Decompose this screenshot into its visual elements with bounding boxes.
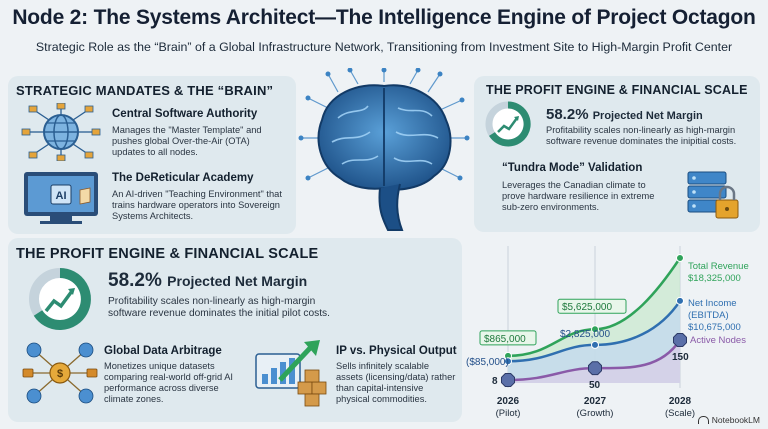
net-income-point-label: ($85,000) [466,357,509,368]
data-arbitrage-icon: $ [22,338,98,408]
net-margin-headline-top: 58.2% Projected Net Margin [546,106,703,123]
tundra-mode-body: Leverages the Canadian climate to prove … [502,180,655,212]
revenue-point [591,325,599,334]
x-axis-sublabel: (Pilot) [496,408,521,419]
net-income-series-name: Net Income [688,298,737,309]
revenue-point [676,254,684,262]
revenue-point-label: $5,625,000 [562,302,612,313]
page-subtitle: Strategic Role as the “Brain” of a Globa… [35,40,733,54]
revenue-series-value: $18,325,000 [688,273,741,284]
net-margin-label-bottom: Projected Net Margin [167,273,308,289]
x-axis-sublabel: (Scale) [665,408,695,419]
active-nodes-area [508,340,680,383]
revenue-label-box [479,330,537,346]
profit-engine-heading-bottom: THE PROFIT ENGINE & FINANCIAL SCALE [16,246,319,262]
dereticular-academy-title: The DeReticular Academy [112,172,254,184]
x-axis-sublabel: (Growth) [577,408,614,419]
ai-icon-label: AI [56,190,67,202]
active-nodes-point-label: 150 [672,352,689,363]
globe-network-icon [20,102,102,162]
net-income-point [591,340,599,349]
net-income-area [508,300,680,383]
margin-donut-icon-bottom [26,265,94,333]
global-data-arbitrage-title: Global Data Arbitrage [104,345,222,357]
net-income-series-value: $10,675,000 [688,322,741,333]
financial-projection-chart: $865,000 $5,625,000 ($85,000) $2,825,000 8 50… [466,246,749,419]
central-software-authority-body: Manages the "Master Template" and pushes… [112,125,262,157]
net-income-point-label: $2,825,000 [560,329,610,340]
revenue-point-label: $865,000 [484,334,526,345]
revenue-label-box [557,298,627,314]
net-income-series-name-sub: (EBITDA) [688,310,729,321]
ip-vs-physical-title: IP vs. Physical Output [336,345,457,357]
footer-brand-label: NotebookLM [711,415,760,425]
active-node-octagon [588,361,602,376]
page-title: Node 2: The Systems Architect—The Intell… [12,6,756,29]
x-axis-label: 2026 [497,396,520,407]
revenue-series-name: Total Revenue [688,261,749,272]
net-margin-body-bottom: Profitability scales non-linearly as hig… [108,296,330,319]
net-margin-body-top: Profitability scales non-linearly as hig… [546,125,737,146]
x-axis-label: 2028 [669,396,692,407]
secure-server-icon [680,164,744,224]
tundra-mode-title: “Tundra Mode” Validation [502,162,643,174]
active-nodes-point-label: 8 [492,376,498,387]
net-margin-value-bottom: 58.2% [108,270,162,291]
strategic-mandates-heading: STRATEGIC MANDATES & THE “BRAIN” [16,83,274,98]
net-margin-value-top: 58.2% [546,106,589,123]
net-margin-label-top: Projected Net Margin [592,110,703,122]
dollar-symbol: $ [57,368,63,380]
central-software-authority-title: Central Software Authority [112,108,258,120]
active-node-octagon [673,333,687,347]
active-nodes-point-label: 50 [589,380,601,391]
active-nodes-series-name: Active Nodes [690,335,746,346]
ip-vs-physical-body: Sells infinitely scalable assets (licens… [336,361,456,404]
brain-circuit-illustration [298,67,470,240]
net-income-point [504,357,512,366]
global-data-arbitrage-body: Monetizes unique datasets comparing real… [104,361,234,404]
margin-donut-icon-top [484,100,532,148]
net-income-point [676,296,684,305]
net-margin-headline-bottom: 58.2% Projected Net Margin [108,270,307,292]
ip-growth-icon [250,336,332,408]
dereticular-academy-body: An AI-driven "Teaching Environment" that… [112,189,282,221]
profit-engine-heading-top: THE PROFIT ENGINE & FINANCIAL SCALE [486,83,748,97]
ai-academy-icon: AI [20,168,102,226]
x-axis-label: 2027 [584,396,607,407]
footer-brand: NotebookLM [697,415,760,425]
active-node-octagon [501,373,515,387]
notebooklm-logo-icon [697,416,709,424]
